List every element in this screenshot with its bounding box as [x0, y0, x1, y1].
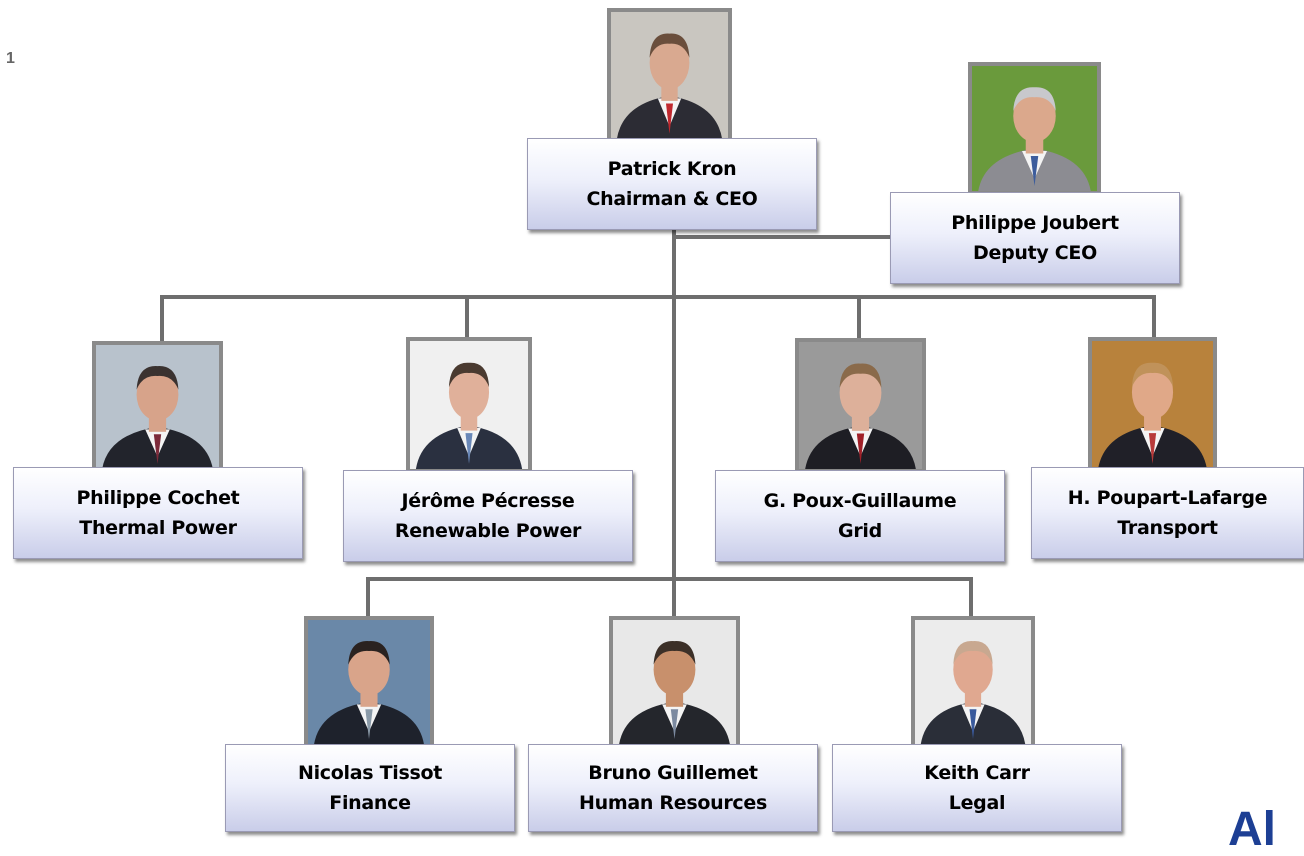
connector-lines [160, 230, 1156, 620]
photo-philippe-joubert [968, 62, 1101, 195]
node-role: Transport [1117, 517, 1218, 539]
portrait-image [613, 620, 736, 744]
node-bruno-guillemet: Bruno Guillemet Human Resources [528, 744, 818, 832]
node-name: Keith Carr [924, 762, 1030, 784]
portrait-image [96, 345, 219, 469]
portrait-image [611, 12, 728, 139]
node-name: Jérôme Pécresse [401, 490, 575, 512]
node-name: Bruno Guillemet [588, 762, 758, 784]
node-g-poux-guillaume: G. Poux-Guillaume Grid [715, 470, 1005, 562]
page-number: 1 [6, 50, 15, 67]
node-role: Thermal Power [79, 517, 237, 539]
node-name: Nicolas Tissot [297, 762, 442, 784]
node-name: Patrick Kron [607, 158, 737, 180]
photo-philippe-cochet [92, 341, 223, 473]
portrait-image [1092, 341, 1213, 469]
portrait-image [308, 620, 430, 744]
node-role: Grid [838, 520, 882, 542]
node-role: Finance [329, 792, 411, 814]
node-role: Legal [948, 792, 1006, 814]
node-name: H. Poupart-Lafarge [1067, 487, 1268, 509]
node-role: Deputy CEO [973, 242, 1097, 264]
node-nicolas-tissot: Nicolas Tissot Finance [225, 744, 515, 832]
photo-bruno-guillemet [609, 616, 740, 748]
node-name: G. Poux-Guillaume [763, 490, 957, 512]
node-h-poupart-lafarge: H. Poupart-Lafarge Transport [1031, 467, 1304, 559]
portrait-image [915, 620, 1031, 744]
photo-nicolas-tissot [304, 616, 434, 748]
node-role: Renewable Power [394, 520, 582, 542]
node-philippe-cochet: Philippe Cochet Thermal Power [13, 467, 303, 559]
node-jerome-pecresse: Jérôme Pécresse Renewable Power [343, 470, 633, 562]
photo-patrick-kron [607, 8, 732, 143]
node-name: Philippe Joubert [951, 212, 1119, 234]
portrait-image [799, 342, 922, 469]
photo-jerome-pecresse [406, 337, 532, 473]
node-philippe-joubert: Philippe Joubert Deputy CEO [890, 192, 1180, 284]
portrait-image [410, 341, 528, 469]
portrait-image [972, 66, 1097, 191]
photo-g-poux-guillaume [795, 338, 926, 473]
photo-keith-carr [911, 616, 1035, 748]
node-patrick-kron: Patrick Kron Chairman & CEO [527, 138, 817, 230]
node-role: Chairman & CEO [586, 188, 758, 210]
node-name: Philippe Cochet [76, 487, 240, 509]
photo-h-poupart-lafarge [1088, 337, 1217, 473]
company-logo: Al [1228, 803, 1276, 856]
node-role: Human Resources [579, 792, 767, 814]
node-keith-carr: Keith Carr Legal [832, 744, 1122, 832]
